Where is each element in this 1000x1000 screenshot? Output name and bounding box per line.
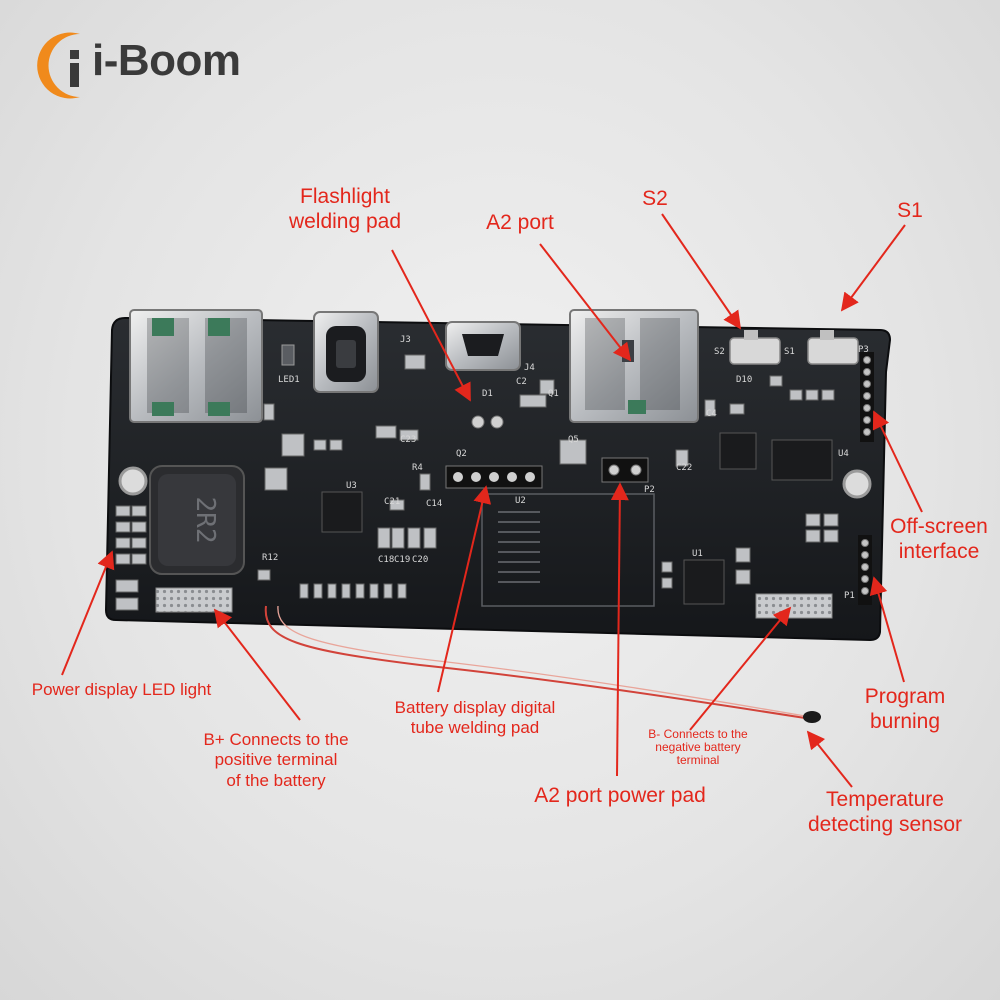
mounting-hole-right — [842, 469, 872, 499]
flashlight-pads — [471, 415, 504, 429]
silkscreen-label: D1 — [482, 389, 493, 399]
label-temperature-sensor: Temperature detecting sensor — [807, 788, 963, 837]
digital-tube-pads — [498, 511, 540, 583]
sensor-wire-red — [264, 605, 806, 719]
silkscreen-label: C18 — [378, 555, 394, 565]
silkscreen-label: D10 — [736, 375, 752, 385]
sensor-wire-light — [277, 605, 806, 717]
label-power-led: Power display LED light — [31, 680, 212, 699]
smd-components — [257, 354, 839, 599]
switch-s1 — [807, 330, 859, 365]
mounting-hole-left — [118, 466, 148, 496]
silkscreen-label: J3 — [400, 335, 411, 345]
silkscreen-label: C21 — [384, 497, 400, 507]
arrow-power-led — [61, 550, 115, 676]
digital-tube-outline — [481, 493, 655, 607]
arrow-program — [869, 576, 905, 683]
chip-label: U1 — [692, 549, 703, 559]
arrow-s1 — [840, 224, 906, 312]
b-plus-pad — [155, 587, 233, 613]
usb-a-port-left — [129, 309, 263, 423]
brand-logo-mark — [37, 32, 80, 99]
arrow-a2-port — [539, 243, 632, 362]
chip-label: U4 — [838, 449, 849, 459]
silkscreen-label: S2 — [714, 347, 725, 357]
silkscreen-label: R4 — [412, 463, 423, 473]
arrow-battery-display — [437, 485, 492, 693]
ic-u3 — [321, 491, 363, 533]
sensor-bead — [803, 711, 821, 723]
arrow-temp-sensor — [806, 730, 853, 788]
a2-power-pad — [601, 457, 649, 483]
silkscreen-label: C22 — [676, 463, 692, 473]
temperature-sensor — [264, 605, 821, 723]
arrow-flashlight — [391, 249, 471, 402]
silkscreen-label: C19 — [394, 555, 410, 565]
silkscreen-label: C14 — [426, 499, 442, 509]
b-minus-pad — [755, 593, 833, 619]
brand-logo: i-Boom — [30, 28, 241, 103]
silkscreen-label: C23 — [400, 435, 416, 445]
silkscreen-label: S1 — [784, 347, 795, 357]
brand-name: i-Boom — [92, 36, 241, 85]
arrow-b-plus — [213, 608, 301, 721]
header-p3 — [860, 352, 874, 442]
arrow-off-screen — [872, 410, 923, 513]
label-off-screen-interface: Off-screen interface — [890, 515, 988, 564]
usb-a-port-a2 — [569, 309, 699, 423]
arrow-a2-power — [610, 482, 629, 777]
label-s2: S2 — [642, 187, 668, 210]
label-flashlight-welding-pad: Flashlight welding pad — [288, 185, 402, 234]
annotation-arrows — [61, 213, 923, 788]
header-p1 — [858, 535, 872, 605]
led1 — [281, 344, 295, 366]
silkscreen-label: P2 — [644, 485, 655, 495]
switch-s2 — [729, 330, 781, 365]
silkscreen-label: Q1 — [548, 389, 559, 399]
silkscreen-label: LED1 — [278, 375, 300, 385]
regulator — [719, 432, 757, 470]
silkscreen-label: R12 — [262, 553, 278, 563]
silkscreen-label: C20 — [412, 555, 428, 565]
silkscreen-label: Q2 — [456, 449, 467, 459]
silkscreen-label: C2 — [516, 377, 527, 387]
label-s1: S1 — [897, 199, 923, 222]
label-a2-port: A2 port — [486, 211, 554, 234]
ic-u1 — [683, 559, 725, 605]
silkscreen-label: P1 — [844, 591, 855, 601]
arrow-b-minus — [689, 606, 792, 731]
arrow-s2 — [661, 213, 742, 330]
label-b-minus: B- Connects to the negative battery term… — [648, 727, 748, 768]
chip-label: U2 — [515, 496, 526, 506]
label-a2-port-power-pad: A2 port power pad — [534, 784, 706, 807]
label-b-plus: B+ Connects to the positive terminal of … — [203, 730, 349, 790]
usb-c-port — [313, 311, 379, 393]
silkscreen-label: C4 — [706, 409, 717, 419]
power-led-pads — [115, 505, 147, 611]
chip-label: U3 — [346, 481, 357, 491]
silkscreen-label: Q5 — [568, 435, 579, 445]
label-battery-display: Battery display digital tube welding pad — [394, 698, 556, 738]
inductor-marking: 2R2 — [190, 497, 220, 544]
inductor: 2R2 — [149, 465, 245, 575]
silkscreen-label: P3 — [858, 345, 869, 355]
ic-u4 — [771, 439, 833, 481]
five-pin-pad — [445, 465, 543, 489]
label-program-burning: Program burning — [864, 685, 946, 734]
silkscreen-label: J4 — [524, 363, 535, 373]
micro-usb-port — [445, 321, 521, 371]
